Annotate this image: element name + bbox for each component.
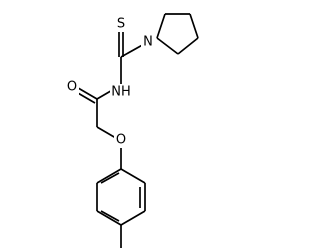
- molecule-structure-diagram: S N NH O O: [65, 13, 199, 248]
- bond-aryl-inner-3: [100, 172, 120, 184]
- atom-label-sulfur: S: [117, 17, 125, 32]
- atom-label-carbonyl-oxygen: O: [67, 80, 77, 95]
- bonds: [70, 13, 199, 248]
- bond-n-ring-c1: [156, 13, 166, 39]
- atom-label-ring-nitrogen: N: [143, 35, 153, 50]
- bond-ring-c3-c4: [177, 37, 199, 55]
- bond-aryl-c4-c5: [96, 210, 122, 226]
- bond-ring-c2-c3: [189, 13, 199, 39]
- bond-aryl-c1-c2: [120, 168, 146, 184]
- bond-aryl-inner-2: [100, 210, 120, 222]
- bond-aryl-c6-c1: [96, 168, 122, 184]
- atom-label-ether-oxygen: O: [116, 133, 126, 148]
- bond-aryl-c3-c4: [120, 210, 146, 226]
- atom-label-amide-nh: NH: [111, 85, 131, 100]
- bond-ring-c4-n: [156, 37, 179, 55]
- atom-labels: S N NH O O: [65, 17, 155, 148]
